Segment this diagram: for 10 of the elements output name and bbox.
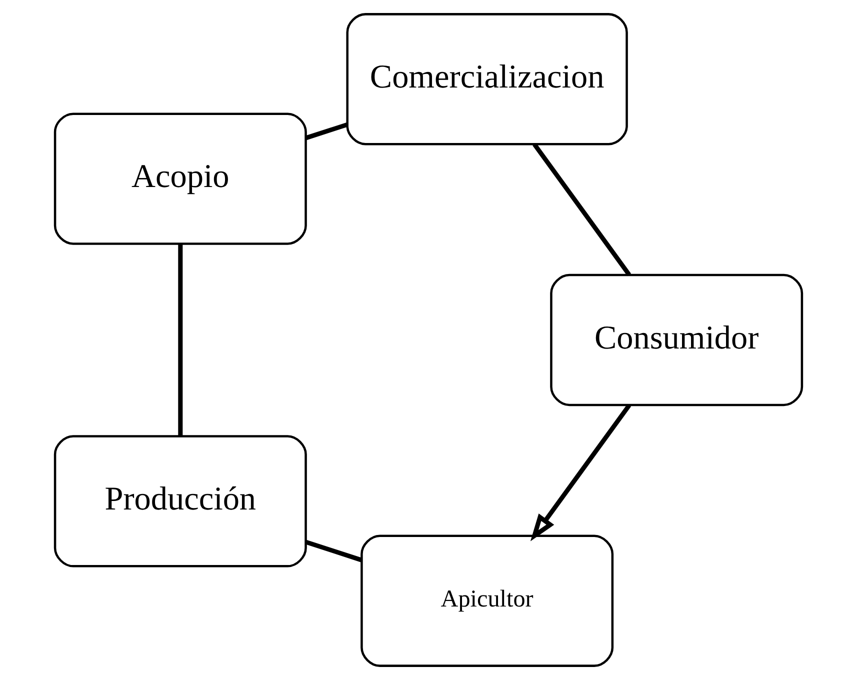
node-box: Acopio bbox=[53, 112, 306, 245]
node-box: Producción bbox=[53, 435, 306, 568]
node-box: Consumidor bbox=[550, 274, 803, 406]
node-box: Comercializacion bbox=[346, 13, 628, 146]
connector bbox=[304, 540, 362, 562]
node-box: Apicultor bbox=[360, 534, 614, 667]
connector bbox=[304, 122, 348, 140]
arrow bbox=[530, 404, 631, 542]
connector bbox=[532, 142, 631, 276]
connector bbox=[178, 244, 182, 436]
